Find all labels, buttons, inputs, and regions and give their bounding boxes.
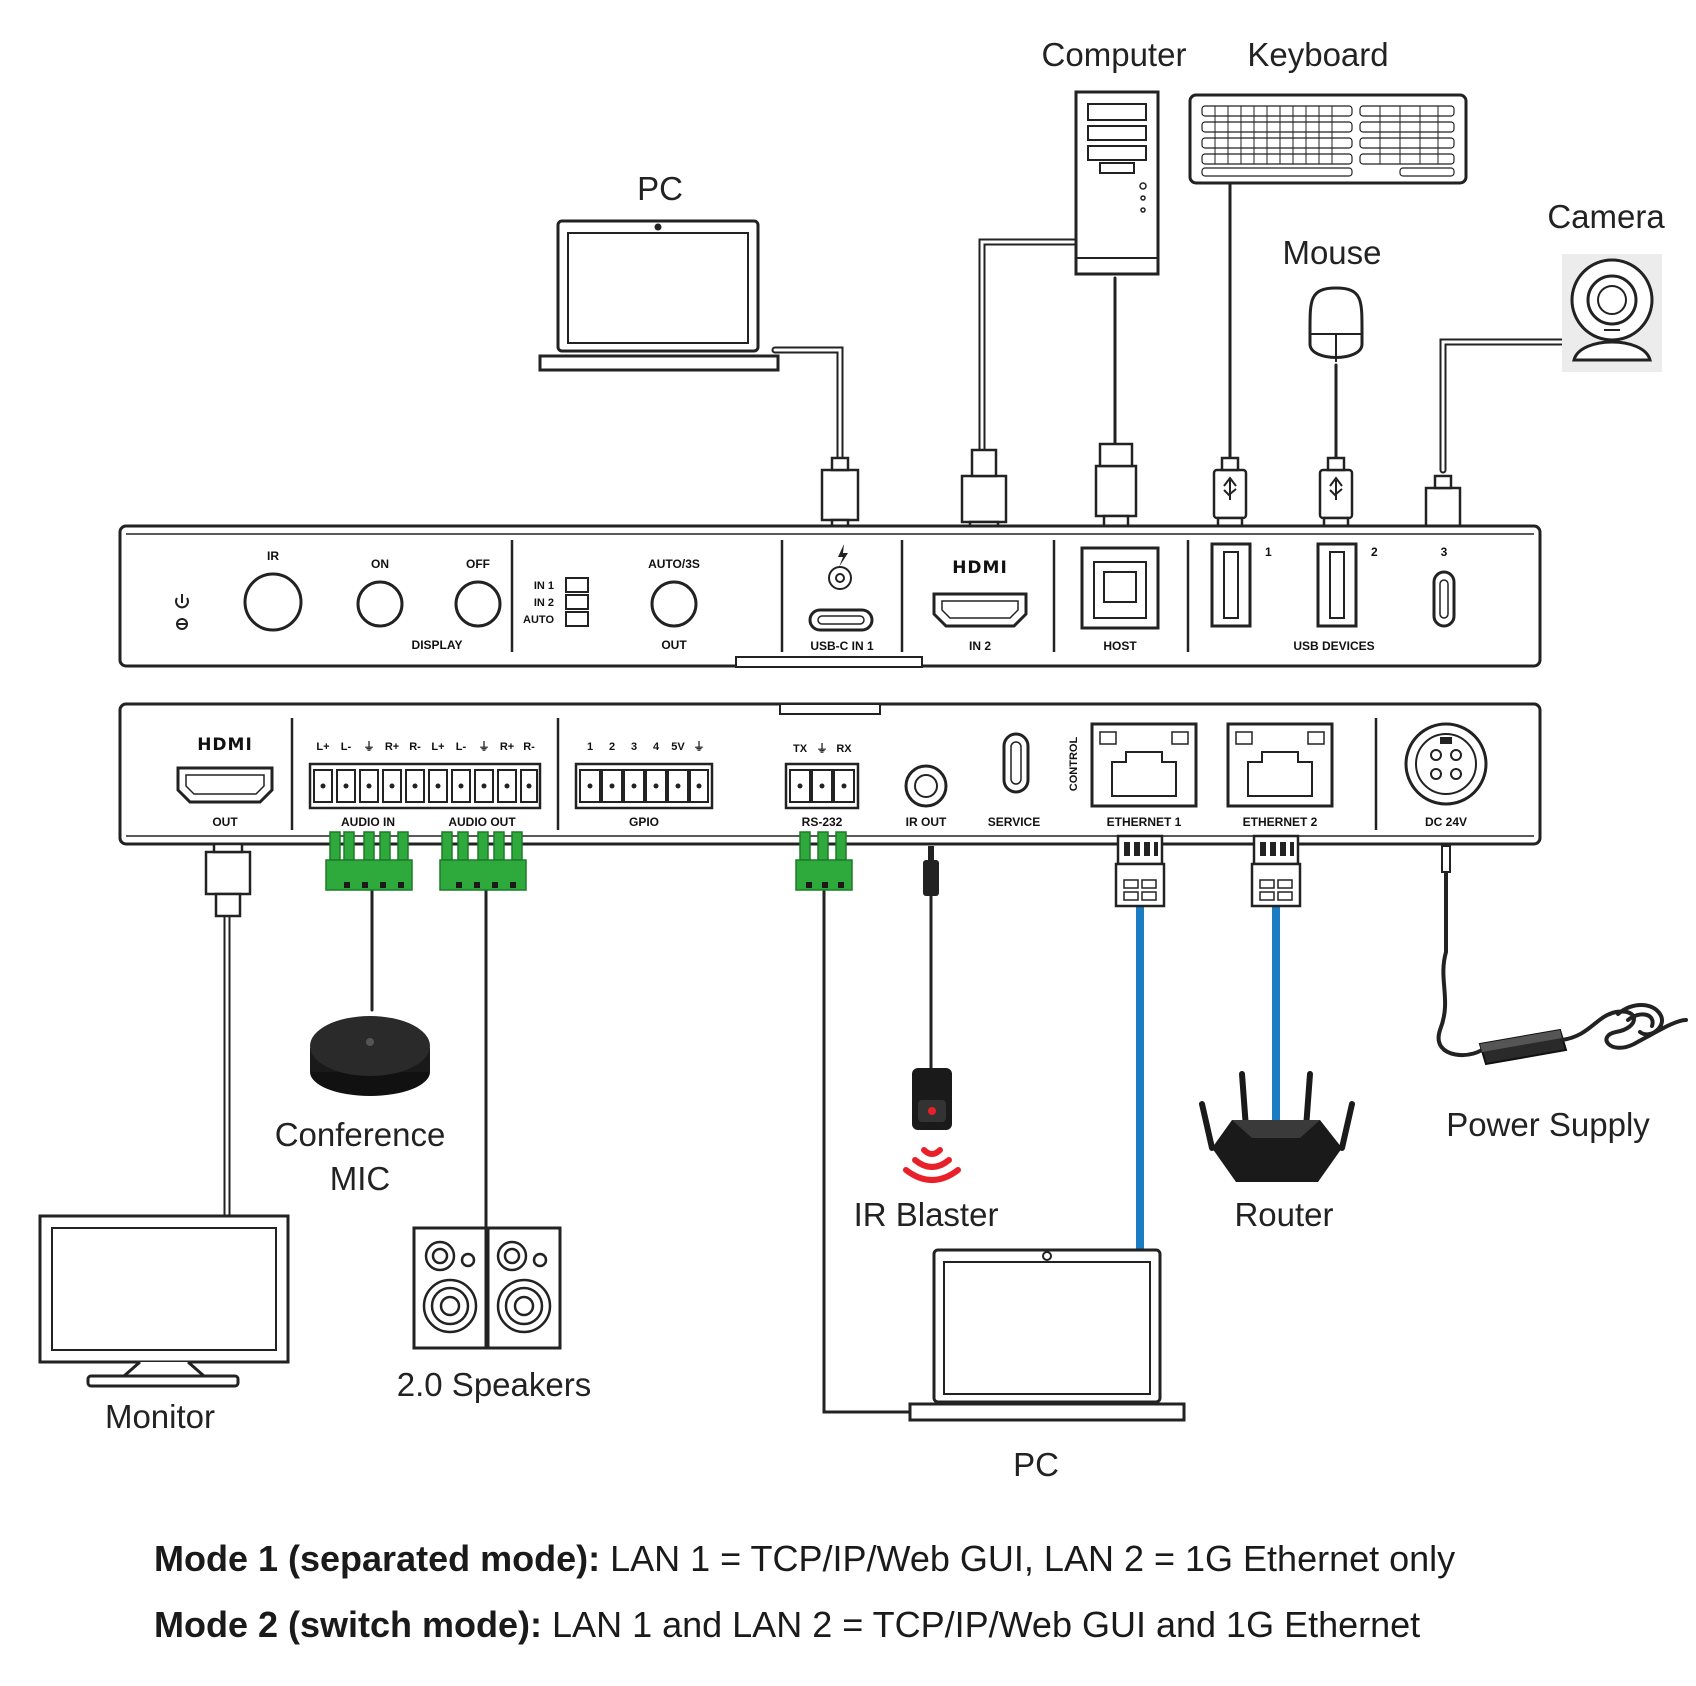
monitor-label: Monitor	[105, 1398, 215, 1435]
rs232-pin-gnd: ⏚	[817, 742, 828, 755]
pc-bottom-laptop: PC	[908, 1248, 1186, 1483]
gpio-pin-gnd: ⏚	[694, 740, 705, 753]
ir-label: IR	[267, 549, 279, 563]
usb-devices-label: USB DEVICES	[1293, 639, 1374, 653]
lightning-icon	[838, 544, 848, 567]
hdmi-out-label: OUT	[212, 815, 238, 829]
audio-in-label: AUDIO IN	[341, 815, 395, 829]
monitor: Monitor	[38, 1214, 290, 1435]
front-panel: IR ON OFF DISPLAY IN 1 IN 2 AUTO AUTO/3S…	[118, 524, 1542, 668]
rs232-pin-tx: TX	[793, 743, 808, 755]
computer-tower: Computer	[1042, 36, 1187, 276]
in2-port-label: IN 2	[969, 639, 991, 653]
rs232-label: RS-232	[802, 815, 843, 829]
top-plugs	[820, 442, 1462, 542]
power-icon	[175, 594, 189, 630]
usb-icon	[1223, 476, 1343, 500]
auto-3s-button[interactable]	[650, 580, 698, 628]
conference-mic-label-1: Conference	[275, 1116, 446, 1153]
speakers-label: 2.0 Speakers	[397, 1366, 591, 1403]
usb1-label: 1	[1265, 545, 1272, 559]
gpio-label: GPIO	[629, 815, 659, 829]
in1-label: IN 1	[534, 580, 554, 592]
control-label: CONTROL	[1068, 737, 1080, 792]
router-label: Router	[1234, 1196, 1333, 1233]
conference-mic-label-2: MIC	[330, 1160, 391, 1197]
conference-mic: Conference MIC	[275, 1016, 446, 1197]
display-off-button[interactable]	[454, 580, 502, 628]
power-supply: Power Supply	[1446, 1003, 1688, 1143]
gpio-pin-3: 3	[631, 741, 637, 753]
auto3s-label: AUTO/3S	[648, 557, 700, 571]
gpio-pin-2: 2	[609, 741, 615, 753]
hdmi-logo-rear: HDMI	[197, 735, 253, 755]
ir-out-label: IR OUT	[906, 815, 947, 829]
mode-2-text: LAN 1 and LAN 2 = TCP/IP/Web GUI and 1G …	[542, 1604, 1421, 1645]
usb3-label: 3	[1441, 545, 1448, 559]
pc-top-label: PC	[637, 170, 683, 207]
mouse: Mouse	[1282, 234, 1382, 362]
usbc-in1-label: USB-C IN 1	[810, 639, 874, 653]
mode-1-line: Mode 1 (separated mode): LAN 1 = TCP/IP/…	[154, 1538, 1455, 1580]
bottom-plugs	[204, 831, 1451, 918]
pc-top-laptop: PC	[538, 170, 780, 372]
mode-2-line: Mode 2 (switch mode): LAN 1 and LAN 2 = …	[154, 1604, 1420, 1646]
usb2-label: 2	[1371, 545, 1378, 559]
service-label: SERVICE	[988, 815, 1040, 829]
computer-label: Computer	[1042, 36, 1187, 73]
auto-label: AUTO	[523, 614, 554, 626]
display-label: DISPLAY	[412, 638, 463, 652]
on-label: ON	[371, 557, 389, 571]
out-label: OUT	[661, 638, 687, 652]
in2-label: IN 2	[534, 597, 554, 609]
gpio-pin-5v: 5V	[671, 741, 685, 753]
gpio-pin-1: 1	[587, 741, 593, 753]
keyboard-label: Keyboard	[1247, 36, 1388, 73]
speakers: 2.0 Speakers	[397, 1226, 591, 1403]
audio-out-pin-4: R+	[500, 741, 514, 753]
pc-bottom-label: PC	[1013, 1446, 1059, 1483]
audio-out-pin-1: L+	[431, 741, 444, 753]
dc-barrel-icon	[1404, 722, 1488, 806]
audio-in-pin-1: L+	[316, 741, 329, 753]
mode-1-text: LAN 1 = TCP/IP/Web GUI, LAN 2 = 1G Ether…	[600, 1538, 1456, 1579]
rs232-pin-rx: RX	[836, 743, 852, 755]
off-label: OFF	[466, 557, 490, 571]
ir-blaster-label: IR Blaster	[854, 1196, 999, 1233]
audio-in-pin-3: ⏚	[364, 740, 375, 753]
mode-1-label: Mode 1 (separated mode):	[154, 1538, 601, 1579]
audio-out-pin-3: ⏚	[479, 740, 490, 753]
rear-panel: HDMI OUT L+ L- ⏚ R+ R- L+ L- ⏚ R+ R- AUD…	[118, 702, 1542, 846]
audio-in-pin-2: L-	[341, 741, 352, 753]
mouse-label: Mouse	[1282, 234, 1381, 271]
mode-2-label: Mode 2 (switch mode):	[154, 1604, 543, 1645]
ethernet2-label: ETHERNET 2	[1243, 815, 1318, 829]
router: Router	[1199, 1071, 1355, 1233]
camera-label: Camera	[1547, 198, 1665, 235]
ir-blaster: IR Blaster	[854, 1068, 999, 1233]
audio-out-label: AUDIO OUT	[448, 815, 516, 829]
host-label: HOST	[1103, 639, 1137, 653]
keyboard: Keyboard	[1188, 36, 1468, 185]
audio-out-pin-5: R-	[523, 741, 535, 753]
cables-top	[771, 180, 1569, 474]
bottom-cables	[223, 868, 1488, 1414]
audio-in-pin-5: R-	[409, 741, 421, 753]
rj45-icon	[1090, 722, 1198, 808]
camera: Camera	[1547, 198, 1665, 372]
ethernet1-label: ETHERNET 1	[1107, 815, 1182, 829]
gpio-pin-4: 4	[653, 741, 660, 753]
dc24v-label: DC 24V	[1425, 815, 1467, 829]
hdmi-logo-front: HDMI	[952, 558, 1008, 578]
audio-out-pin-2: L-	[456, 741, 467, 753]
audio-in-pin-4: R+	[385, 741, 399, 753]
power-supply-label: Power Supply	[1446, 1106, 1650, 1143]
display-on-button[interactable]	[356, 580, 404, 628]
